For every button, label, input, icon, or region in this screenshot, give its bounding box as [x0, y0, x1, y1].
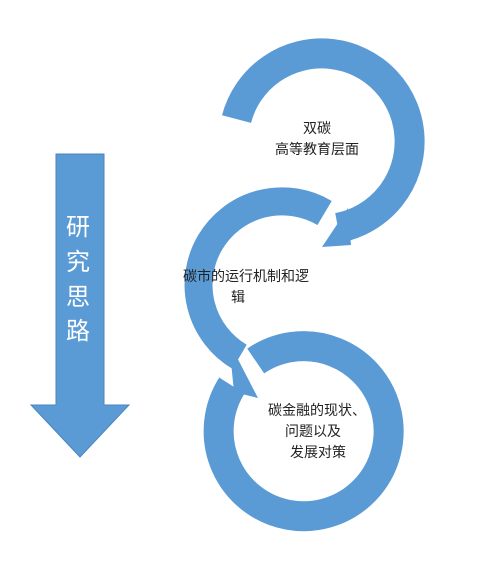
step-2-text: 碳市的运行机制和逻 辑 — [183, 267, 331, 309]
label-char-3: 思 — [66, 282, 90, 311]
step-2-line-2: 辑 — [231, 290, 245, 306]
research-approach-label: 研 究 思 路 — [58, 210, 98, 349]
arrowhead-2 — [229, 342, 258, 398]
step-1-text: 双碳 高等教育层面 — [262, 119, 372, 161]
circular-arrow-1 — [221, 38, 425, 243]
step-3-line-2: 问题以及 — [285, 424, 341, 440]
step-1-line-2: 高等教育层面 — [275, 142, 359, 158]
label-char-1: 研 — [66, 213, 90, 241]
step-3-line-3: 发展对策 — [290, 445, 346, 461]
down-arrow — [29, 153, 131, 458]
circular-arrow-2 — [184, 187, 332, 369]
label-char-2: 究 — [66, 247, 90, 276]
step-3-line-1: 碳金融的现状、 — [268, 403, 366, 419]
step-3-text: 碳金融的现状、 问题以及 发展对策 — [268, 401, 380, 464]
step-1-line-1: 双碳 — [303, 121, 331, 137]
step-2-line-1: 碳市的运行机制和逻 — [183, 269, 309, 285]
label-char-4: 路 — [66, 317, 90, 346]
circular-arrow-3 — [203, 331, 404, 532]
arrowhead-1 — [322, 208, 351, 247]
